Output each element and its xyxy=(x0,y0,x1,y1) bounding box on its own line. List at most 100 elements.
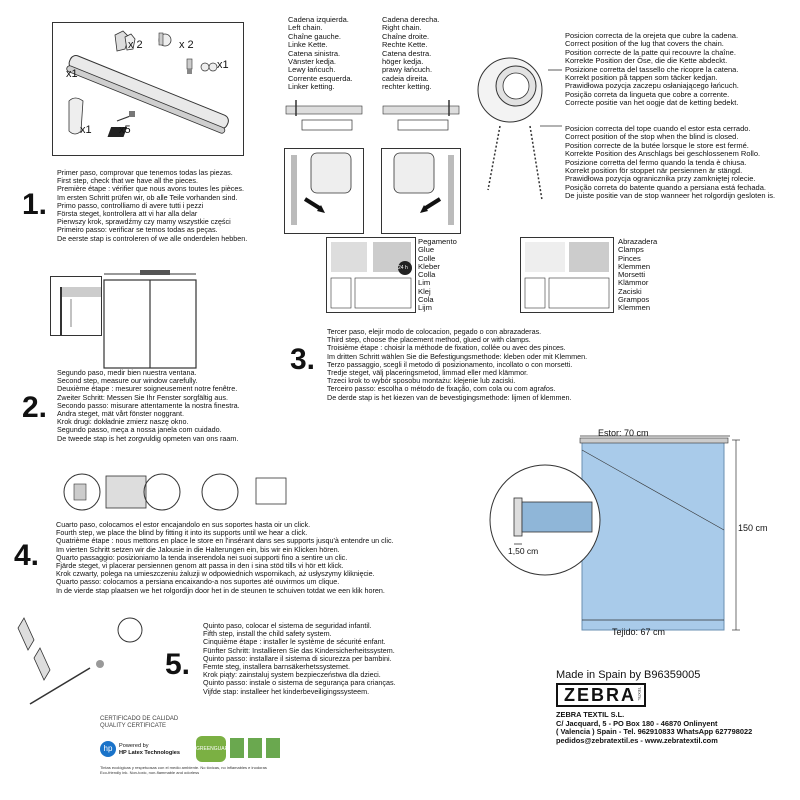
right-blind-top xyxy=(397,119,449,131)
step-2-line: Segundo paso, medir bien nuestra ventana… xyxy=(57,368,197,377)
lug-line: Prawidłowa pozycja zaczepu osłaniającego… xyxy=(565,81,739,91)
parts-illustration xyxy=(66,30,229,137)
step-4-line: Im vierten Schritt setzen wir die Jalous… xyxy=(56,544,340,554)
step-4-line: Cuarto paso, colocamos el estor encajand… xyxy=(56,520,311,529)
step-1-line: First step, check that we have all the p… xyxy=(57,176,199,186)
step-3-text: Tercer paso, elejir modo de colocacion, … xyxy=(327,327,587,402)
qty-hook: x1 xyxy=(80,124,92,136)
company-info: ZEBRA TEXTIL S.L. C/ Jacquard, 5 - PO Bo… xyxy=(556,710,753,745)
offset-label: 1,50 cm xyxy=(508,546,539,556)
clamps-label: Abrazadera xyxy=(618,237,658,246)
child-safety-illustration xyxy=(17,617,143,705)
step-5-line: Cinquième étape : installer le système d… xyxy=(203,637,386,647)
lug-line: Posizione corretta del tassello che rico… xyxy=(565,64,739,74)
step-2-line: Secondo passo: misurare attentamente la … xyxy=(57,400,240,410)
cert-footer: Tintas ecológicas y respetuosas con el m… xyxy=(100,765,267,775)
step-4-text: Cuarto paso, colocamos el estor encajand… xyxy=(56,520,394,595)
clamps-label: Morsetti xyxy=(618,270,646,280)
step-2-line: Krok drugi: dokładnie zmierz naszę okno. xyxy=(57,417,189,427)
step-3-line: De derde stap is het kiezen van de beves… xyxy=(327,392,572,402)
stop-line: Posição correta do batente quando a pers… xyxy=(565,182,766,192)
step-3-line: Trzeci krok to wybór sposobu montażu: kl… xyxy=(327,376,516,386)
step-5-line: Quinto paso, colocar el sistema de segur… xyxy=(203,621,372,630)
step-2-line: Deuxième étape : mesurer soigneusement n… xyxy=(57,384,238,394)
step-4-line: Quarto passo: colocamos a persiana encai… xyxy=(56,577,340,587)
glue-label: Kleber xyxy=(418,261,440,271)
step-1-line: Pierwszy krok, sprawdźmy czy mamy wszyst… xyxy=(57,217,231,227)
right-chain-closeup xyxy=(381,148,461,234)
eco-badge-icon-3 xyxy=(266,738,280,758)
chain-right-line: Catena destra. xyxy=(382,48,432,58)
lug-line: Posicion correcta de la orejeta que cubr… xyxy=(565,31,739,40)
step-5-text: Quinto paso, colocar el sistema de segur… xyxy=(203,621,396,696)
step-5-line: Fünfter Schritt: Installieren Sie das Ki… xyxy=(203,645,395,655)
chain-right-line: Rechte Kette. xyxy=(382,40,428,50)
step-1-line: Första steget, kontrollera att vi har al… xyxy=(57,209,198,219)
glue-label: Pegamento xyxy=(418,237,457,246)
clamps-label: Klemmen xyxy=(618,303,651,313)
chain-right-line: rechter ketting. xyxy=(382,82,432,92)
stop-line: Posicion correcta del tope cuando el est… xyxy=(565,124,751,133)
step-4-line: In de vierde stap plaatsen we het rolgor… xyxy=(56,585,385,595)
step-2-number: 2. xyxy=(22,391,48,424)
lug-line: Correcte positie van het oogje dat de ke… xyxy=(565,98,739,108)
step-1-text: Primer paso, comprovar que tenemos todas… xyxy=(57,168,247,243)
step-4-line: Fjärde steget, vi placerar persiennen ge… xyxy=(56,561,344,571)
parts-box: x 2 x 2 x1 x1 x1 x5 xyxy=(52,22,244,156)
glue-label: Cola xyxy=(418,295,434,305)
chain-right-line: cadeia direita. xyxy=(382,73,429,83)
chain-right-line: Chaîne droite. xyxy=(382,31,430,41)
height-label: 150 cm xyxy=(738,523,768,533)
step-3-line: Third step, choose the placement method,… xyxy=(327,335,531,345)
glue-label: Colle xyxy=(418,253,436,263)
zebra-logo: ZEBRA TEXTIL xyxy=(556,683,646,707)
glue-label: Lim xyxy=(418,278,431,288)
stop-line: Posizione corretta del fermo quando la t… xyxy=(565,157,747,167)
eco-badge-icon xyxy=(230,738,244,758)
hp-logo-icon: hp xyxy=(100,741,116,757)
step-5-line: Quinto passo: installare il sistema di s… xyxy=(203,653,392,663)
step-1-line: Primer paso, comprovar que tenemos todas… xyxy=(57,168,233,177)
stop-line: De juiste positie van de stop wanneer he… xyxy=(565,191,776,201)
step-4-line: Quarto passaggio: posizioniamo la tenda … xyxy=(56,552,348,562)
step-2-line: Second step, measure our window carefull… xyxy=(57,376,198,386)
qty-roller: x1 xyxy=(66,68,78,80)
glue-label: Lijm xyxy=(418,303,432,313)
lug-position-text: Posicion correcta de la orejeta que cubr… xyxy=(565,31,739,108)
stop-position-text: Posicion correcta del tope cuando el est… xyxy=(565,124,776,201)
left-chain-closeup xyxy=(284,148,364,234)
estor-width-label: Estor: 70 cm xyxy=(598,428,649,438)
hp-powered: Powered by HP Latex Technologies xyxy=(119,743,181,756)
stop-line: Korrekte Position des Anschlags bei gesc… xyxy=(565,149,761,159)
left-blind-top xyxy=(301,119,353,131)
step-5-line: Vijfde stap: installeer het kinderbeveil… xyxy=(203,686,370,696)
step-4-line: Quatrième étape : nous mettons en place … xyxy=(56,536,394,546)
greenguard-icon: GREENGUARD xyxy=(196,736,232,762)
install-illustration xyxy=(63,473,287,511)
window-measure-illustration xyxy=(50,276,102,336)
step-1-number: 1. xyxy=(22,188,48,221)
glue-24h-badge: 24 h xyxy=(398,265,408,271)
step-2-line: De tweede stap is het zorgvuldig opmeten… xyxy=(57,433,239,443)
roller-closeup xyxy=(477,57,562,201)
clamps-label: Zaciski xyxy=(618,286,642,296)
step-4-line: Krok czwarty, polega na umieszczeniu żal… xyxy=(56,569,375,579)
step-4-line: Fourth step, we place the blind by fitti… xyxy=(56,528,308,538)
clamps-label: Grampos xyxy=(618,295,650,305)
step-4-number: 4. xyxy=(14,539,40,572)
chain-right-line: höger kedja. xyxy=(382,57,424,67)
step-2-text: Segundo paso, medir bien nuestra ventana… xyxy=(57,368,240,443)
chain-right-line: Right chain. xyxy=(382,23,422,33)
stop-line: Prawidłowa pozycja ogranicznika przy zam… xyxy=(565,174,756,184)
step-5-line: Krok piąty: zainstaluj system bezpieczeń… xyxy=(203,670,381,680)
step-1-line: Primeiro passo: verificar se temos todas… xyxy=(57,225,218,235)
glue-label: Glue xyxy=(418,245,435,255)
chain-left-line: Corrente esquerda. xyxy=(288,73,353,83)
tejido-width-label: Tejido: 67 cm xyxy=(612,627,666,637)
glue-label: Klej xyxy=(418,286,431,296)
chain-left-line: Vänster kedja. xyxy=(288,57,336,67)
step-3-line: Terzo passaggio, scegli il metodo di pos… xyxy=(327,359,573,369)
clamps-label: Pinces xyxy=(618,253,641,263)
